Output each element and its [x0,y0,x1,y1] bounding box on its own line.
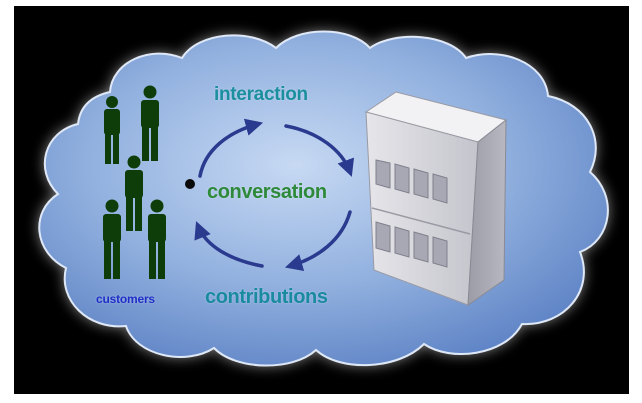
arrow-top-right [284,124,355,177]
person-icon [125,155,143,231]
arrow-bottom-right [284,210,352,272]
customers-group-icon [103,85,166,279]
person-icon [104,96,120,164]
arrow-bottom-left [194,221,264,268]
cycle-start-dot [185,179,195,189]
label-contributions: contributions [205,286,328,308]
person-icon [148,199,166,279]
person-icon [141,85,159,161]
label-conversation: conversation [207,181,327,203]
label-interaction: interaction [214,84,308,105]
office-building-icon [364,91,508,306]
arrow-top-left [198,118,264,178]
circular-arrows-icon [194,118,355,272]
person-icon [103,199,121,279]
label-customers: customers [96,292,155,306]
